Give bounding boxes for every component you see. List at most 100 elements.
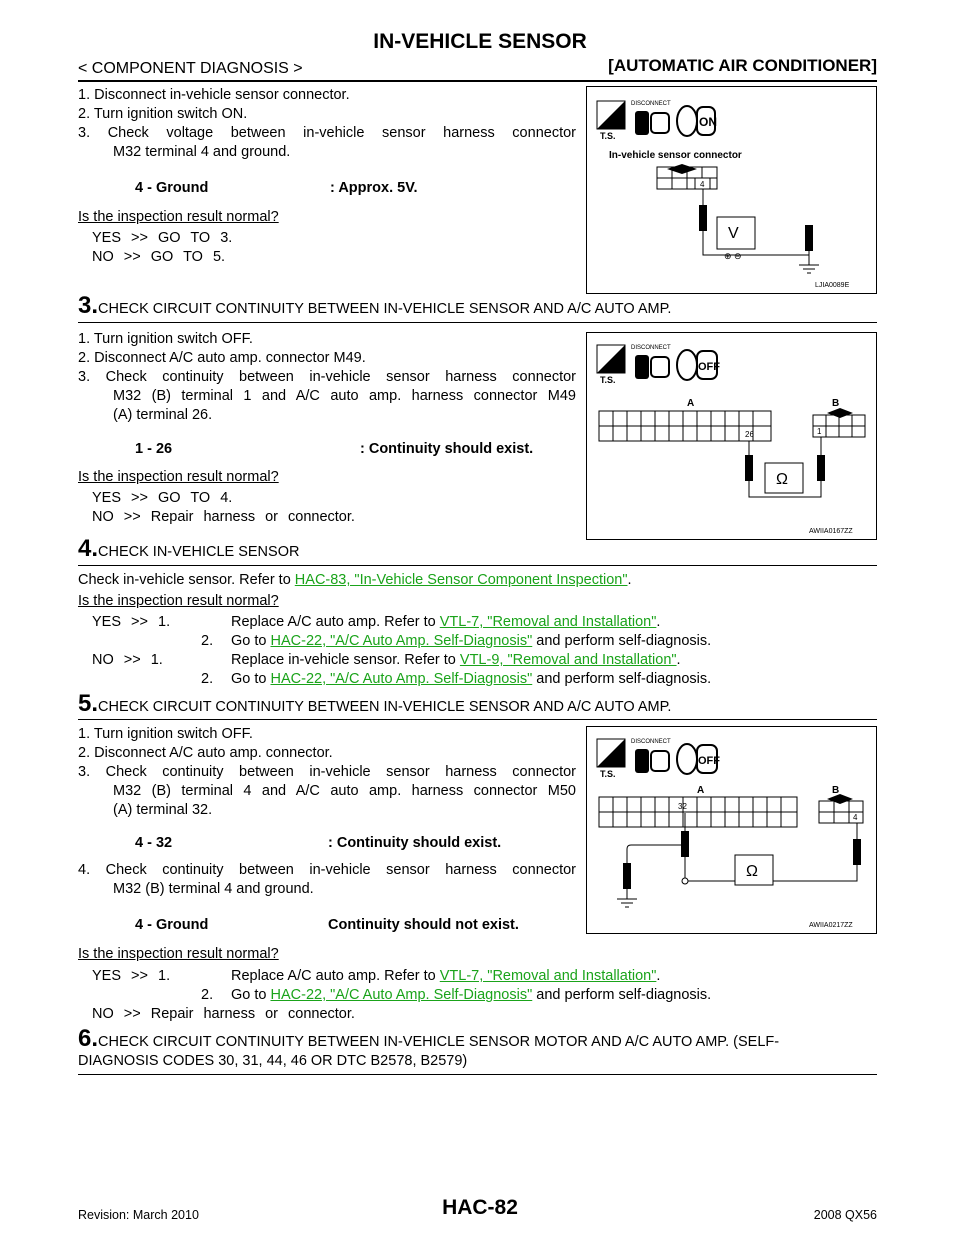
step4-title: CHECK IN-VEHICLE SENSOR xyxy=(98,544,300,560)
step6-title: CHECK CIRCUIT CONTINUITY BETWEEN IN-VEHI… xyxy=(98,1034,780,1050)
step3-item-2: 2. Disconnect A/C auto amp. connector M4… xyxy=(78,350,366,366)
step2-item-1: 1. Disconnect in-vehicle sensor connecto… xyxy=(78,87,350,103)
step5-item-3: 3. Check continuity between in-vehicle s… xyxy=(78,764,576,780)
figure-code: AWIIA0167ZZ xyxy=(809,528,853,535)
svg-text:Ω: Ω xyxy=(776,471,788,488)
step6-rule xyxy=(78,1074,877,1075)
step4-text: Check in-vehicle sensor. Refer to HAC-83… xyxy=(78,572,632,588)
step5-item-4: 4. Check continuity between in-vehicle s… xyxy=(78,862,576,878)
step5-item-4-cont: M32 (B) terminal 4 and ground. xyxy=(113,881,314,897)
figure-continuity-check-2: T.S. DISCONNECT OFF A B 32 xyxy=(586,726,877,934)
svg-text:T.S.: T.S. xyxy=(600,131,616,141)
disconnect-connector-icon xyxy=(635,749,670,773)
step5-yes-2-num: 2. xyxy=(201,987,214,1003)
link-hac-22[interactable]: HAC-22, "A/C Auto Amp. Self-Diagnosis" xyxy=(270,987,533,1003)
link-hac-22[interactable]: HAC-22, "A/C Auto Amp. Self-Diagnosis" xyxy=(270,633,533,649)
disconnect-label: DISCONNECT xyxy=(631,101,671,107)
step3-rule xyxy=(78,322,877,323)
page-title: IN-VEHICLE SENSOR xyxy=(373,30,587,53)
step5-spec2-value: Continuity should not exist. xyxy=(328,917,519,933)
svg-text:B: B xyxy=(832,785,839,796)
figure-code: AWIIA0217ZZ xyxy=(809,922,853,929)
link-vtl-7[interactable]: VTL-7, "Removal and Installation" xyxy=(439,968,657,984)
footer-revision: Revision: March 2010 xyxy=(78,1208,199,1222)
step5-question: Is the inspection result normal? xyxy=(78,946,279,962)
step5-heading: 5.CHECK CIRCUIT CONTINUITY BETWEEN IN-VE… xyxy=(78,690,671,718)
step5-spec1-value: : Continuity should exist. xyxy=(328,835,502,851)
step4-no-2-num: 2. xyxy=(201,671,214,687)
step3-item-3-cont: M32 (B) terminal 1 and A/C auto amp. har… xyxy=(113,388,576,404)
step3-item-3-cont2: (A) terminal 26. xyxy=(113,407,213,423)
disconnect-connector-icon xyxy=(635,111,670,135)
step2-spec-value: : Approx. 5V. xyxy=(330,180,418,196)
step5-yes-2: Go to HAC-22, "A/C Auto Amp. Self-Diagno… xyxy=(231,987,712,1003)
ts-icon: T.S. xyxy=(596,738,626,779)
figure-continuity-check-1: T.S. DISCONNECT OFF A B 26 xyxy=(586,332,877,540)
link-vtl-9[interactable]: VTL-9, "Removal and Installation" xyxy=(459,652,677,668)
step5-item-3-cont2: (A) terminal 32. xyxy=(113,802,213,818)
step5-item-2: 2. Disconnect A/C auto amp. connector. xyxy=(78,745,333,761)
step3-title: CHECK CIRCUIT CONTINUITY BETWEEN IN-VEHI… xyxy=(98,301,672,317)
step5-title: CHECK CIRCUIT CONTINUITY BETWEEN IN-VEHI… xyxy=(98,699,672,715)
page-number: HAC-82 xyxy=(442,1196,518,1219)
svg-text:⊕ ⊖: ⊕ ⊖ xyxy=(724,251,742,261)
step3-yes: YES >> GO TO 4. xyxy=(92,490,233,506)
step3-number: 3. xyxy=(78,292,99,319)
step4-no-prefix: NO >> 1. xyxy=(92,652,163,668)
step4-yes-2: Go to HAC-22, "A/C Auto Amp. Self-Diagno… xyxy=(231,633,712,649)
step3-item-3: 3. Check continuity between in-vehicle s… xyxy=(78,369,576,385)
step3-heading: 3.CHECK CIRCUIT CONTINUITY BETWEEN IN-VE… xyxy=(78,292,671,320)
link-hac-22[interactable]: HAC-22, "A/C Auto Amp. Self-Diagnosis" xyxy=(270,671,533,687)
step2-yes: YES >> GO TO 3. xyxy=(92,230,233,246)
ground-icon xyxy=(799,255,819,274)
step4-no-2: Go to HAC-22, "A/C Auto Amp. Self-Diagno… xyxy=(231,671,712,687)
connector-b-diagram: 4 xyxy=(818,794,864,824)
link-vtl-7[interactable]: VTL-7, "Removal and Installation" xyxy=(439,614,657,630)
svg-text:Ω: Ω xyxy=(746,863,758,880)
step4-rule xyxy=(78,565,877,566)
step5-number: 5. xyxy=(78,690,99,717)
figure-voltage-check: T.S. DISCONNECT ON In-vehicle sensor con… xyxy=(586,86,877,294)
svg-text:A: A xyxy=(687,398,694,409)
svg-text:B: B xyxy=(832,398,839,409)
connector-b-diagram: 1 xyxy=(812,408,866,438)
ignition-switch-icon: OFF xyxy=(676,349,720,381)
connector-diagram: 4 xyxy=(656,164,718,190)
header-rule xyxy=(78,80,877,82)
step2-item-2: 2. Turn ignition switch ON. xyxy=(78,106,248,122)
svg-text:OFF: OFF xyxy=(698,361,720,373)
step4-no-1: Replace in-vehicle sensor. Refer to VTL-… xyxy=(231,652,681,668)
step4-question: Is the inspection result normal? xyxy=(78,593,279,609)
svg-text:1: 1 xyxy=(817,427,822,436)
svg-text:T.S.: T.S. xyxy=(600,769,616,779)
connector-a-diagram: 32 xyxy=(598,796,798,828)
step4-heading: 4.CHECK IN-VEHICLE SENSOR xyxy=(78,535,299,563)
svg-text:V: V xyxy=(728,225,739,242)
disconnect-label: DISCONNECT xyxy=(631,345,671,351)
step4-number: 4. xyxy=(78,535,99,562)
step5-spec1-label: 4 - 32 xyxy=(135,835,173,851)
link-hac-83[interactable]: HAC-83, "In-Vehicle Sensor Component Ins… xyxy=(294,572,628,588)
disconnect-label: DISCONNECT xyxy=(631,739,671,745)
figure-code: LJIA0089E xyxy=(815,282,850,289)
step2-item-3: 3. Check voltage between in-vehicle sens… xyxy=(78,125,576,141)
footer-model: 2008 QX56 xyxy=(813,1208,877,1222)
step3-question: Is the inspection result normal? xyxy=(78,469,279,485)
step5-spec2-label: 4 - Ground xyxy=(135,917,209,933)
step5-no: NO >> Repair harness or connector. xyxy=(92,1006,355,1022)
ignition-switch-icon: OFF xyxy=(676,743,720,775)
section-title: [AUTOMATIC AIR CONDITIONER] xyxy=(608,56,877,75)
step6-heading: 6.CHECK CIRCUIT CONTINUITY BETWEEN IN-VE… xyxy=(78,1025,779,1053)
step6-title-cont: DIAGNOSIS CODES 30, 31, 44, 46 OR DTC B2… xyxy=(78,1053,468,1069)
svg-text:32: 32 xyxy=(678,802,687,811)
step3-item-1: 1. Turn ignition switch OFF. xyxy=(78,331,253,347)
step5-item-1: 1. Turn ignition switch OFF. xyxy=(78,726,253,742)
ignition-switch-icon: ON xyxy=(676,105,717,137)
step2-spec-label: 4 - Ground xyxy=(135,180,209,196)
svg-text:A: A xyxy=(697,785,704,796)
svg-text:4: 4 xyxy=(700,180,705,189)
step2-item-3-cont: M32 terminal 4 and ground. xyxy=(113,144,291,160)
figure-title: In-vehicle sensor connector xyxy=(609,150,742,161)
step3-no: NO >> Repair harness or connector. xyxy=(92,509,355,525)
svg-text:T.S.: T.S. xyxy=(600,375,616,385)
